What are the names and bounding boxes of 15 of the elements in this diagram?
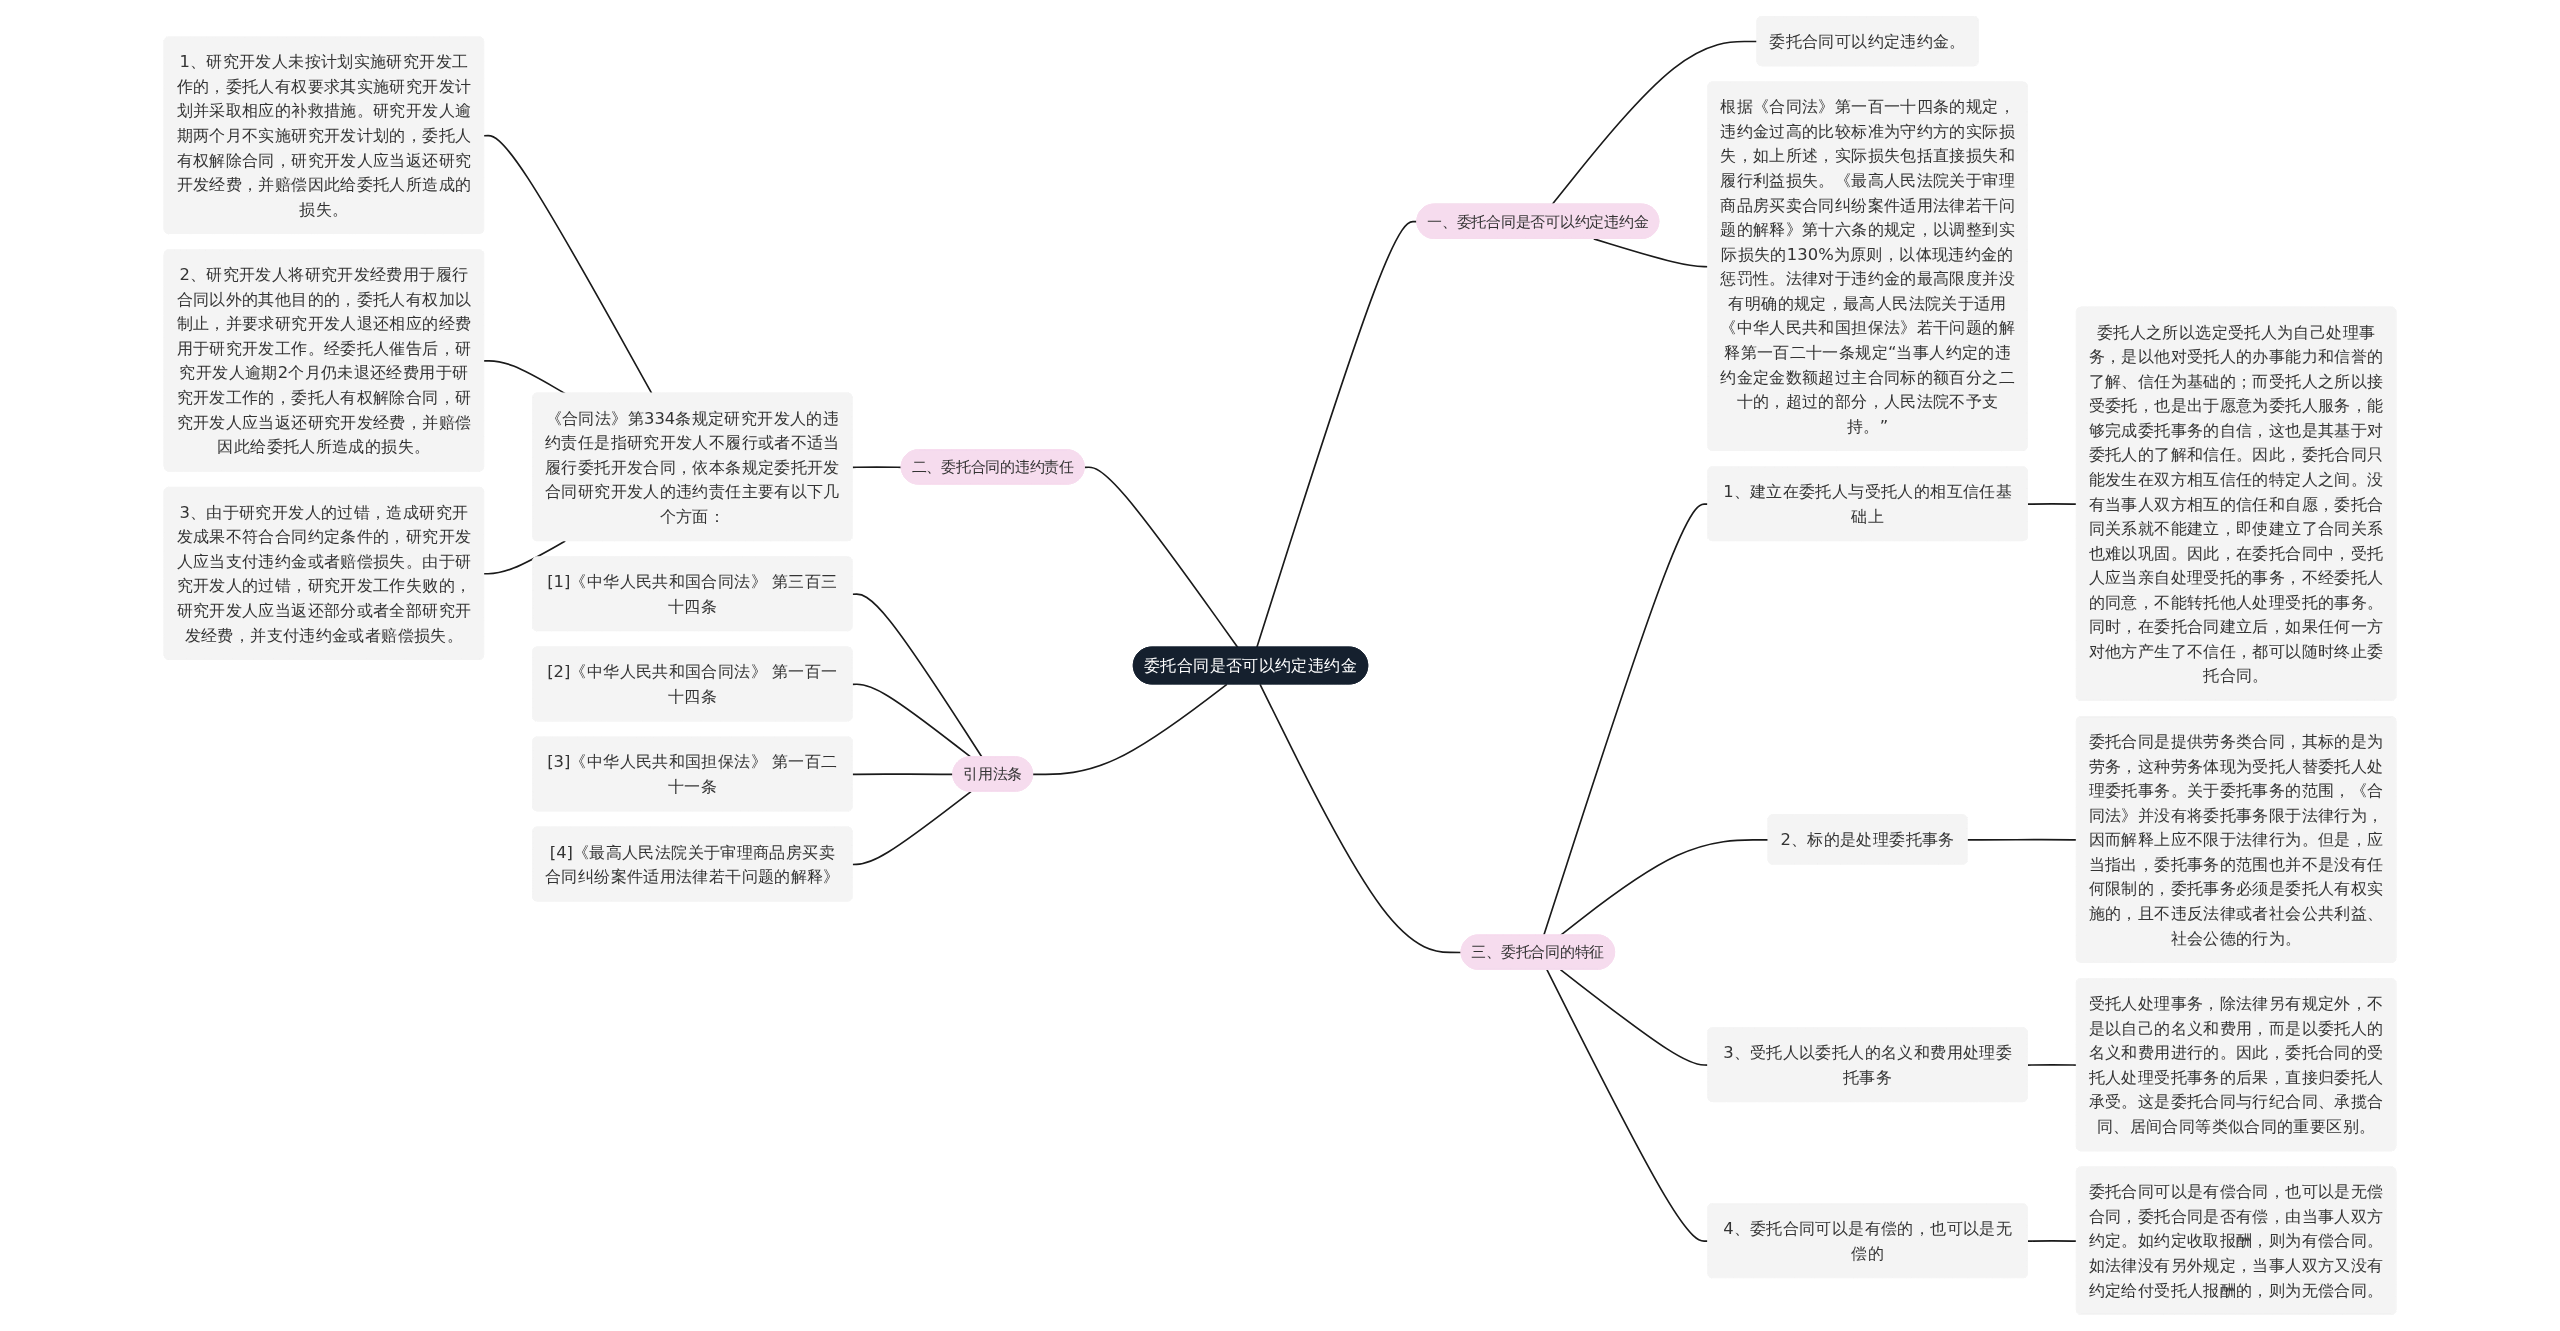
connector [483, 360, 567, 395]
connector [1259, 683, 1463, 954]
connector [851, 790, 972, 866]
connector [1083, 466, 1239, 649]
connector [483, 540, 567, 575]
connector [851, 466, 903, 469]
connector [483, 134, 653, 395]
connector [1966, 838, 2078, 841]
connector [2026, 503, 2078, 505]
connector [1032, 683, 1228, 776]
connector [2026, 1064, 2078, 1066]
connector [851, 593, 983, 759]
connector [1551, 40, 1759, 206]
connector [851, 683, 972, 759]
connector [2026, 1240, 2078, 1242]
